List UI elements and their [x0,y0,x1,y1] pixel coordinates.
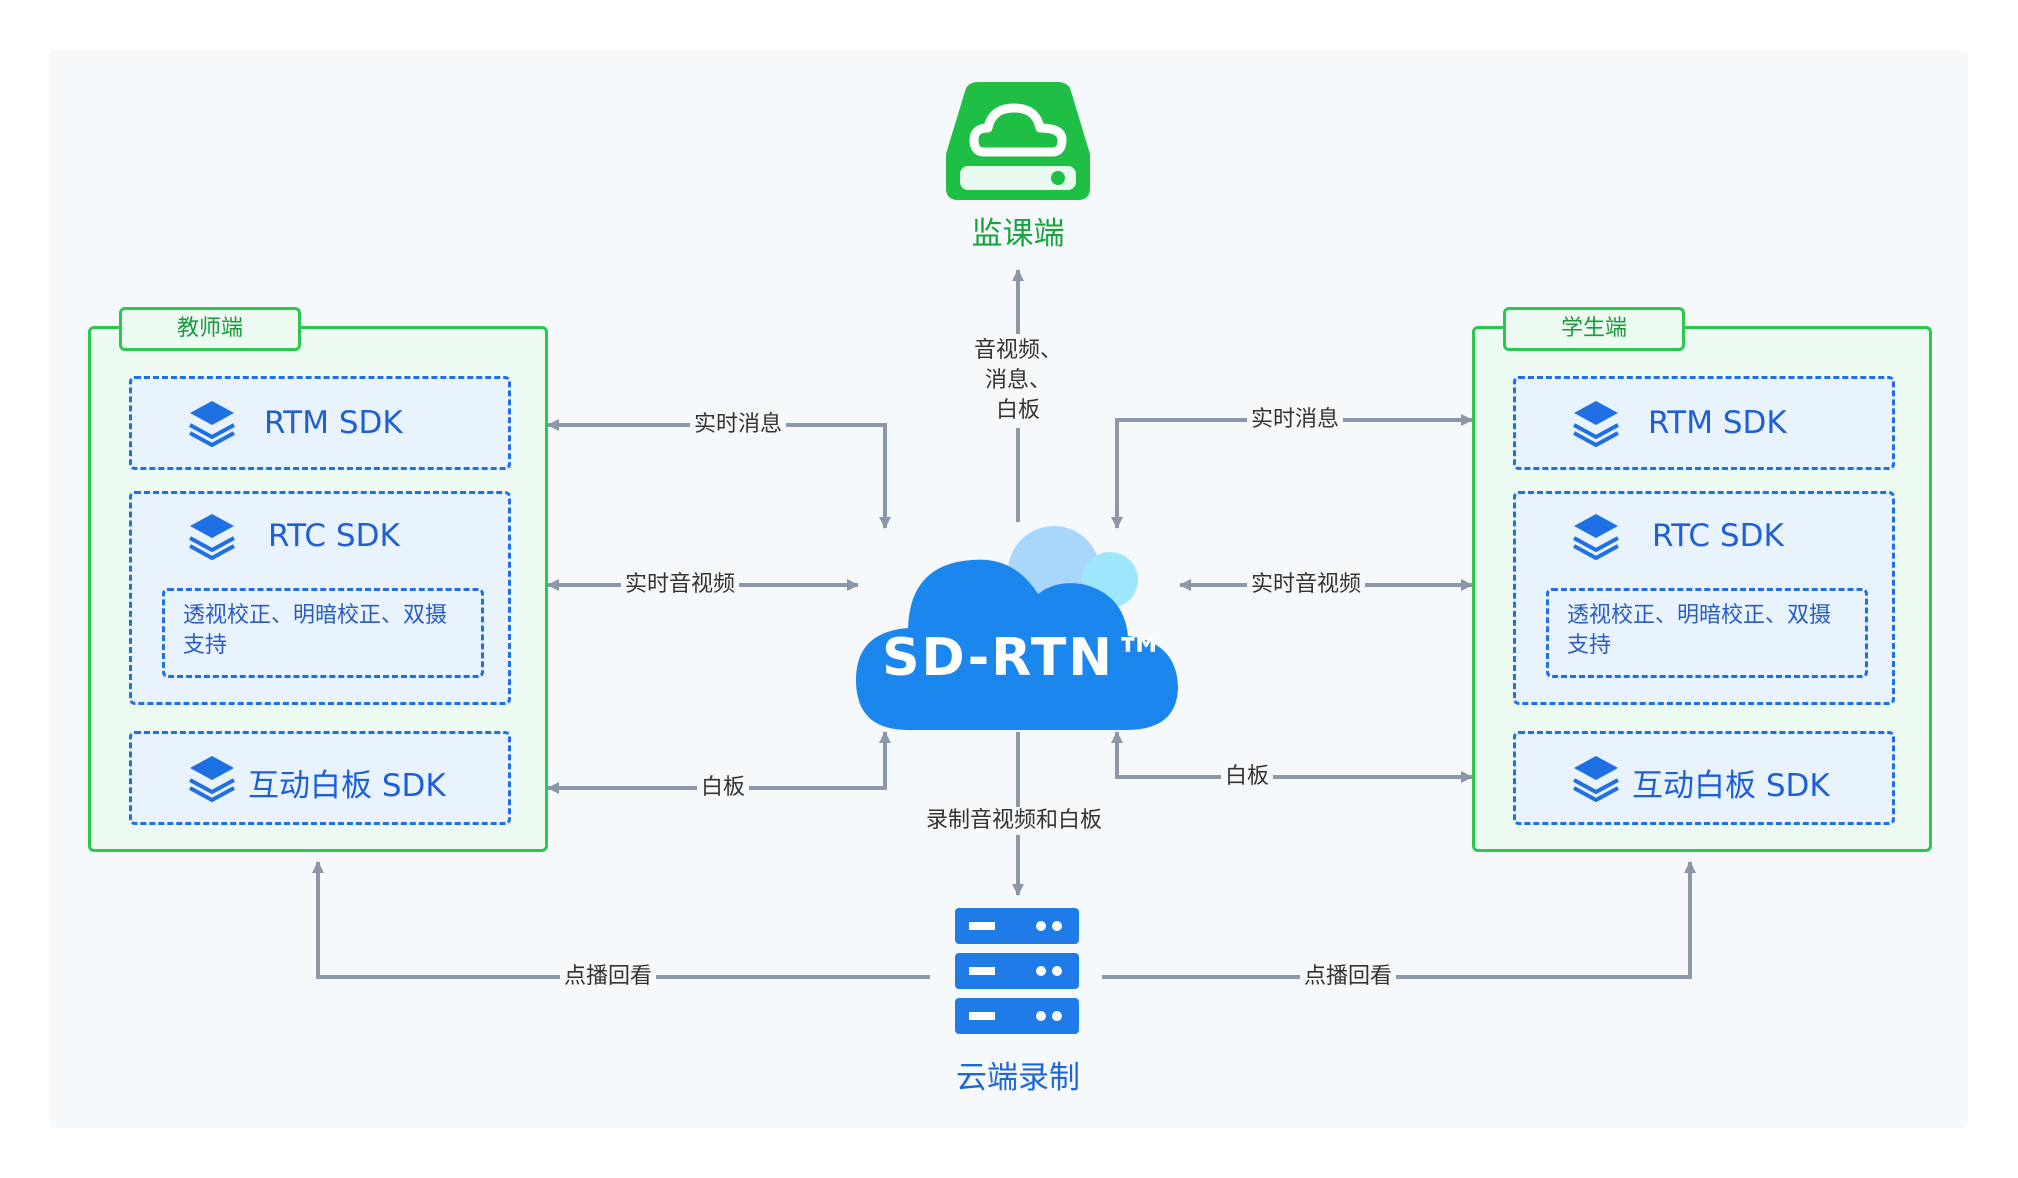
student-panel-title: 学生端 [1503,307,1685,351]
student-message-connector [1111,414,1473,529]
monitor-label: 监课端 [971,216,1065,252]
student-whiteboard-sdk: 互动白板 SDK [1513,731,1895,825]
record-feed-label: 录制音视频和白板 [922,807,1107,835]
playback-teacher-label: 点播回看 [560,963,657,991]
student-panel: RTM SDK RTC SDK 透视校正、明暗校正、双摄支持 互动白板 SDK [1472,326,1932,852]
sd-rtn-cloud-icon [856,526,1178,730]
teacher-rtc-label: RTC SDK [268,518,400,554]
stack-layers-icon [1573,756,1619,802]
stack-layers-icon [189,756,235,802]
teacher-panel-title: 教师端 [119,307,301,351]
student-rtm-label: RTM SDK [1648,405,1787,441]
cloud-drive-icon [946,82,1090,200]
teacher-message-label: 实时消息 [690,411,787,439]
playback-teacher-connector [312,861,930,979]
student-av-label: 实时音视频 [1247,571,1366,599]
teacher-rtc-sdk: RTC SDK 透视校正、明暗校正、双摄支持 [129,491,511,705]
student-whiteboard-label: 白板 [1221,763,1274,791]
student-rtc-sdk: RTC SDK 透视校正、明暗校正、双摄支持 [1513,491,1895,705]
teacher-av-label: 实时音视频 [621,571,740,599]
stack-layers-icon [189,514,235,560]
teacher-message-connector [547,419,891,529]
stack-layers-icon [1573,514,1619,560]
sd-rtn-label: SD-RTN™ [882,628,1168,688]
playback-student-label: 点播回看 [1300,963,1397,991]
teacher-rtc-features: 透视校正、明暗校正、双摄支持 [162,588,484,678]
student-rtc-label: RTC SDK [1652,518,1784,554]
stack-layers-icon [189,401,235,447]
monitor-feed-line-3: 白板 [995,398,1040,423]
recording-label: 云端录制 [956,1060,1080,1096]
student-whiteboard-label: 互动白板 SDK [1632,768,1830,804]
playback-student-connector [1102,861,1696,979]
student-rtm-sdk: RTM SDK [1513,376,1895,470]
server-rack-icon [955,908,1079,1034]
student-message-label: 实时消息 [1247,406,1344,434]
teacher-whiteboard-connector [547,731,891,794]
teacher-rtm-label: RTM SDK [264,405,403,441]
teacher-rtm-sdk: RTM SDK [129,376,511,470]
stack-layers-icon [1573,401,1619,447]
monitor-feed-line-2: 消息、 [984,368,1051,393]
student-whiteboard-connector [1111,731,1473,783]
monitor-feed-label: 音视频、 消息、 白板 [962,334,1074,428]
teacher-whiteboard-sdk: 互动白板 SDK [129,731,511,825]
student-rtc-features: 透视校正、明暗校正、双摄支持 [1546,588,1868,678]
teacher-whiteboard-label: 互动白板 SDK [248,768,446,804]
teacher-whiteboard-label: 白板 [697,774,750,802]
monitor-feed-line-1: 音视频、 [973,338,1062,363]
teacher-panel: RTM SDK RTC SDK 透视校正、明暗校正、双摄支持 互动白板 SDK [88,326,548,852]
